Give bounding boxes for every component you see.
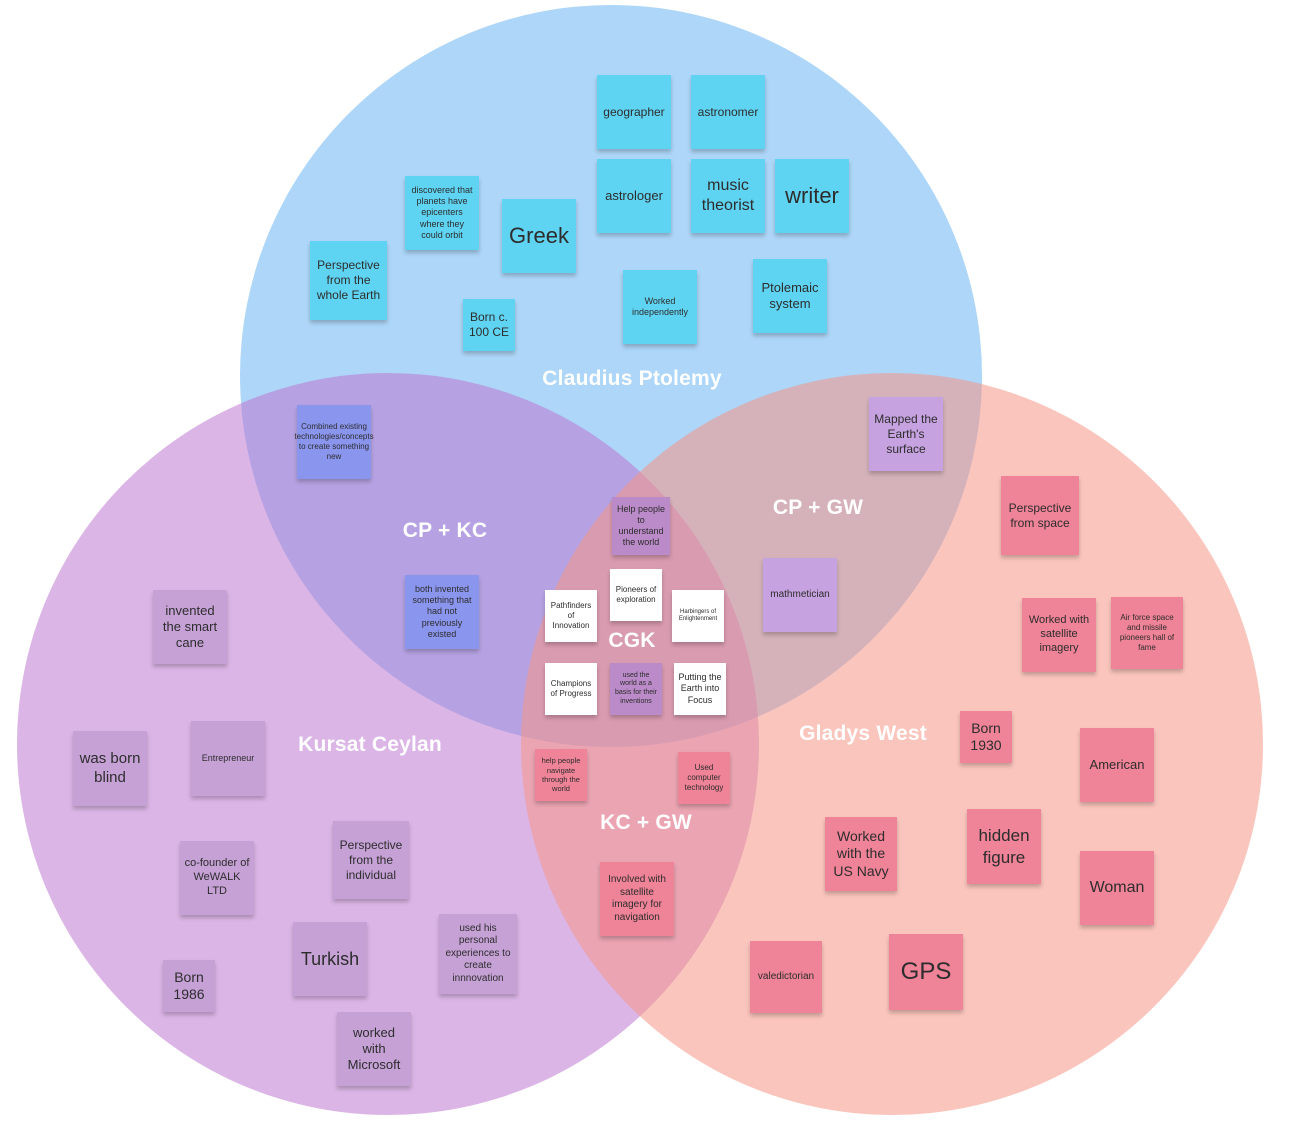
sticky-note[interactable]: Champions of Progress — [545, 663, 597, 715]
sticky-note[interactable]: invented the smart cane — [153, 590, 227, 664]
sticky-note[interactable]: co-founder of WeWALK LTD — [180, 841, 254, 915]
sticky-note[interactable]: Perspective from the individual — [333, 821, 409, 899]
sticky-note[interactable]: writer — [775, 159, 849, 233]
sticky-note[interactable]: GPS — [889, 934, 963, 1010]
sticky-note[interactable]: Worked with the US Navy — [825, 817, 897, 891]
label-claudius-ptolemy: Claudius Ptolemy — [542, 367, 722, 390]
sticky-note[interactable]: worked with Microsoft — [337, 1012, 411, 1086]
sticky-note[interactable]: Mapped the Earth's surface — [869, 397, 943, 471]
sticky-note[interactable]: music theorist — [691, 159, 765, 233]
sticky-note[interactable]: Combined existing technologies/concepts … — [294, 405, 374, 479]
sticky-note[interactable]: both invented something that had not pre… — [405, 575, 479, 649]
sticky-note[interactable]: Air force space and missile pioneers hal… — [1111, 597, 1183, 669]
sticky-note[interactable]: Used computer technology — [678, 752, 730, 804]
sticky-note[interactable]: Perspective from the whole Earth — [310, 241, 387, 320]
label-cgk: CGK — [608, 629, 656, 652]
sticky-note[interactable]: geographer — [597, 75, 671, 149]
sticky-note[interactable]: help people navigate through the world — [535, 749, 587, 801]
sticky-note[interactable]: valedictorian — [750, 941, 822, 1013]
label-gladys-west: Gladys West — [799, 722, 927, 745]
sticky-note[interactable]: Woman — [1080, 851, 1154, 925]
sticky-note[interactable]: Putting the Earth into Focus — [674, 663, 726, 715]
sticky-note[interactable]: Involved with satellite imagery for navi… — [600, 862, 674, 936]
sticky-note[interactable]: Help people to understand the world — [612, 497, 670, 555]
sticky-note[interactable]: Worked independently — [623, 270, 697, 344]
sticky-note[interactable]: Harbingers of Enlightenment — [672, 590, 724, 642]
sticky-note[interactable]: astrologer — [597, 159, 671, 233]
sticky-note[interactable]: Worked with satellite imagery — [1022, 598, 1096, 672]
sticky-note[interactable]: Pioneers of exploration — [610, 569, 662, 621]
label-kursat-ceylan: Kursat Ceylan — [298, 733, 442, 756]
sticky-note[interactable]: American — [1080, 728, 1154, 802]
sticky-note[interactable]: Turkish — [293, 922, 367, 996]
sticky-note[interactable]: Born c. 100 CE — [463, 299, 515, 351]
sticky-note[interactable]: Perspective from space — [1001, 476, 1079, 555]
sticky-note[interactable]: Born 1986 — [163, 960, 215, 1012]
sticky-note[interactable]: Entrepreneur — [191, 721, 265, 796]
sticky-note[interactable]: astronomer — [691, 75, 765, 149]
label-kc-gw: KC + GW — [600, 811, 692, 834]
label-cp-kc: CP + KC — [402, 519, 488, 542]
sticky-note[interactable]: Greek — [502, 199, 576, 273]
sticky-note[interactable]: was born blind — [73, 731, 147, 806]
label-cp-gw: CP + GW — [772, 496, 864, 519]
sticky-note[interactable]: Ptolemaic system — [753, 259, 827, 333]
sticky-note[interactable]: hidden figure — [967, 809, 1041, 884]
sticky-note[interactable]: Born 1930 — [960, 711, 1012, 763]
sticky-note[interactable]: discovered that planets have epicenters … — [405, 176, 479, 250]
sticky-note[interactable]: mathmetician — [763, 558, 837, 632]
sticky-note[interactable]: Pathfinders of Innovation — [545, 590, 597, 642]
sticky-note[interactable]: used his personal experiences to create … — [439, 914, 517, 994]
sticky-note[interactable]: used the world as a basis for their inve… — [610, 663, 662, 715]
